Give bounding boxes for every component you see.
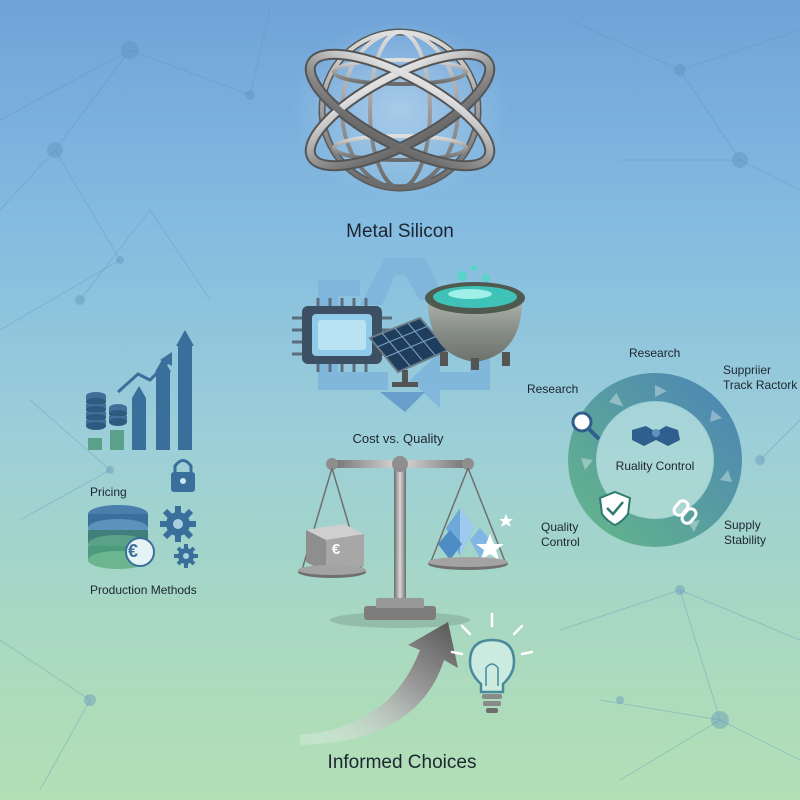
cycle-step-supplier-line1: Suppriier: [723, 363, 772, 377]
cycle-center-label: Ruality Control: [615, 459, 695, 473]
coin-stack-icon: [86, 392, 127, 430]
pricing-label: Pricing: [90, 485, 127, 499]
growth-bars-icon: [88, 330, 194, 450]
lightbulb-icon: [450, 612, 534, 713]
cycle-step-quality-line1: Quality: [541, 520, 579, 534]
cost-vs-quality-label: Cost vs. Quality: [352, 431, 444, 446]
cycle-step-quality-line2: Control: [541, 535, 580, 549]
lock-icon: [171, 459, 195, 492]
cycle-step-research-left: Research: [527, 382, 579, 396]
cycle-step-supply-line1: Supply: [724, 518, 761, 532]
silicon-cube-icon: [306, 524, 364, 572]
page-title: Metal Silicon: [346, 221, 454, 242]
star-icon: [476, 514, 513, 560]
euro-coin-icon: [125, 537, 155, 567]
cost-euro-symbol: €: [331, 541, 341, 558]
cauldron-icon: [425, 265, 525, 370]
chain-link-icon: [672, 499, 698, 525]
magnifier-icon: [571, 411, 601, 441]
handshake-icon: [632, 426, 680, 446]
cycle-step-supply-line2: Stability: [724, 533, 767, 547]
production-methods-label: Production Methods: [90, 583, 197, 597]
shield-check-icon: [598, 490, 632, 527]
informed-choices-label: Informed Choices: [327, 752, 477, 773]
crystal-icon: [438, 508, 490, 560]
cycle-step-research-top: Research: [629, 346, 681, 360]
euro-symbol: €: [127, 541, 139, 561]
gear-icon: [160, 506, 198, 568]
cycle-step-supplier-line2: Track Ractork: [723, 378, 798, 392]
upward-arrow-icon: [300, 622, 458, 745]
